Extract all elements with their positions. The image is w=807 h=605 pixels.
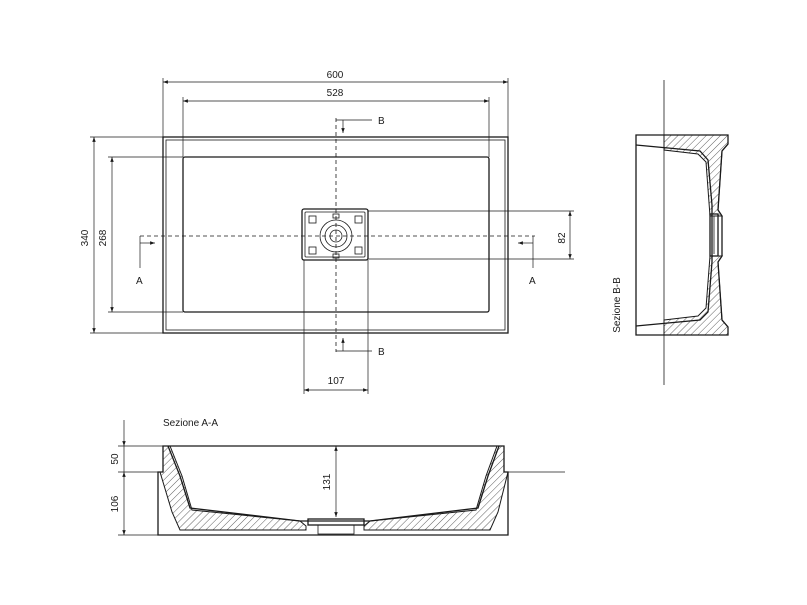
dimension-outer-depth: 340 <box>80 136 163 334</box>
dimension-base-height: 106 <box>110 472 158 536</box>
basin-outer-outline <box>162 136 509 334</box>
cut-b-top-label: B <box>378 116 385 127</box>
basin-rim-outline <box>165 139 506 331</box>
dimension-basin-depth: 131 <box>322 446 338 517</box>
dimension-outer-depth-label: 340 <box>80 229 91 246</box>
section-b-b-title: Sezione B-B <box>612 277 623 333</box>
section-b-b-view: Sezione B-B <box>612 80 729 385</box>
dimension-inner-width-label: 528 <box>327 88 344 99</box>
dimension-drain-offset-label: 82 <box>557 232 568 244</box>
dimension-inner-depth: 268 <box>98 156 183 313</box>
dimension-outer-width-label: 600 <box>327 70 344 81</box>
drain <box>301 208 369 261</box>
dimension-rim-height-label: 50 <box>110 453 121 465</box>
dimension-rim-height: 50 <box>110 420 163 473</box>
cut-b-bottom-label: B <box>378 347 385 358</box>
cut-a-left-label: A <box>136 276 143 287</box>
dimension-drain-width: 107 <box>303 260 369 394</box>
dimension-base-height-label: 106 <box>110 495 121 512</box>
dimension-drain-offset: 82 <box>368 210 574 260</box>
section-a-a-title: Sezione A-A <box>163 418 218 429</box>
dimension-basin-depth-label: 131 <box>322 473 333 490</box>
cut-a-right-label: A <box>529 276 536 287</box>
dimension-drain-width-label: 107 <box>328 376 345 387</box>
dimension-outer-width: 600 <box>162 70 509 137</box>
section-a-a-view: Sezione A-A 50 106 131 <box>110 418 565 536</box>
dimension-inner-depth-label: 268 <box>98 229 109 246</box>
plan-view: B B A A 600 528 340 <box>80 70 574 394</box>
dimension-inner-width: 528 <box>182 88 490 157</box>
